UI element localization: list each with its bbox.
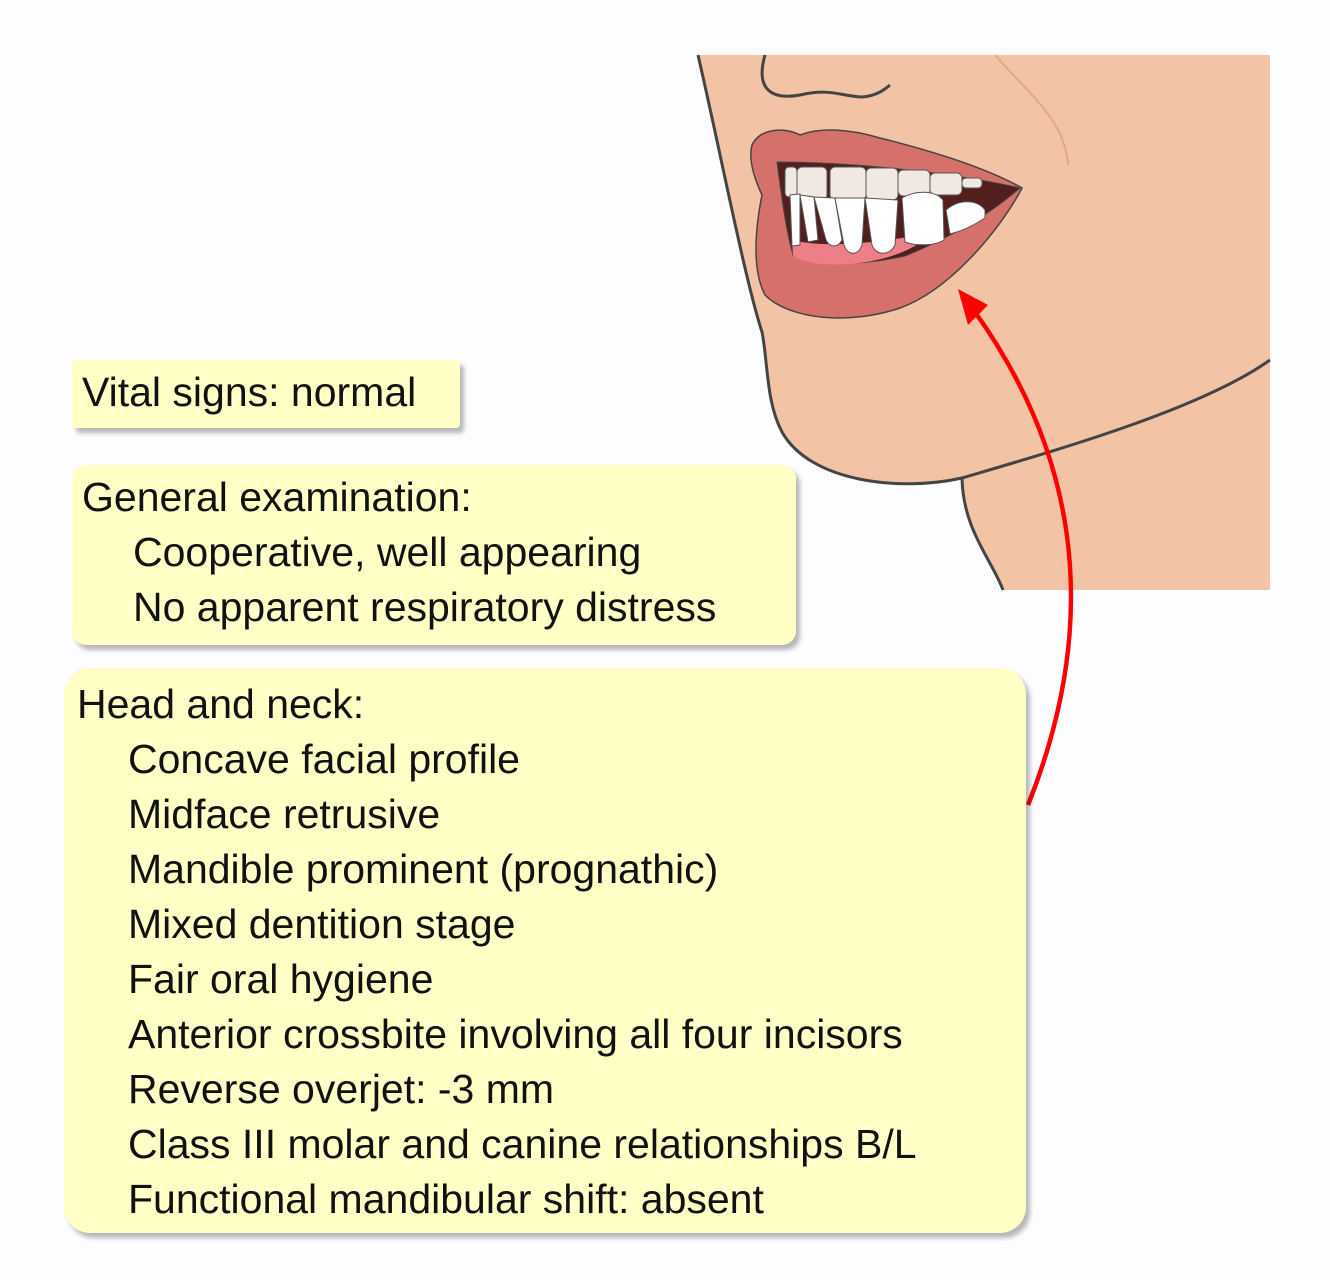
list-item: Class III molar and canine relationships… [128,1121,917,1167]
head-and-neck-heading: Head and neck: [77,681,365,727]
general-examination-heading: General examination: [82,474,472,520]
nose-outline [760,54,891,99]
arrow-line [973,310,1074,806]
list-item: Fair oral hygiene [128,956,434,1002]
lower-teeth [789,191,986,254]
list-item: Anterior crossbite involving all four in… [128,1011,903,1057]
general-examination-box: General examination: Cooperative, well a… [72,465,796,645]
upper-teeth [784,166,983,201]
head-and-neck-box: Head and neck: Concave facial profile Mi… [64,668,1026,1233]
list-item: Mandible prominent (prognathic) [128,846,719,892]
list-item: Mixed dentition stage [128,901,516,947]
list-item: Cooperative, well appearing [133,529,642,575]
list-item: Midface retrusive [128,791,441,837]
vital-signs-box: Vital signs: normal [72,360,460,428]
list-item: No apparent respiratory distress [133,584,717,630]
list-item: Concave facial profile [128,736,520,782]
list-item: Functional mandibular shift: absent [128,1176,764,1222]
neck-outline [960,477,1005,591]
face-outline [696,54,1271,486]
list-item: Reverse overjet: -3 mm [128,1066,555,1112]
arrow-head [958,289,988,325]
vital-signs-text: Vital signs: normal [82,369,417,415]
cheek-line [994,54,1069,166]
